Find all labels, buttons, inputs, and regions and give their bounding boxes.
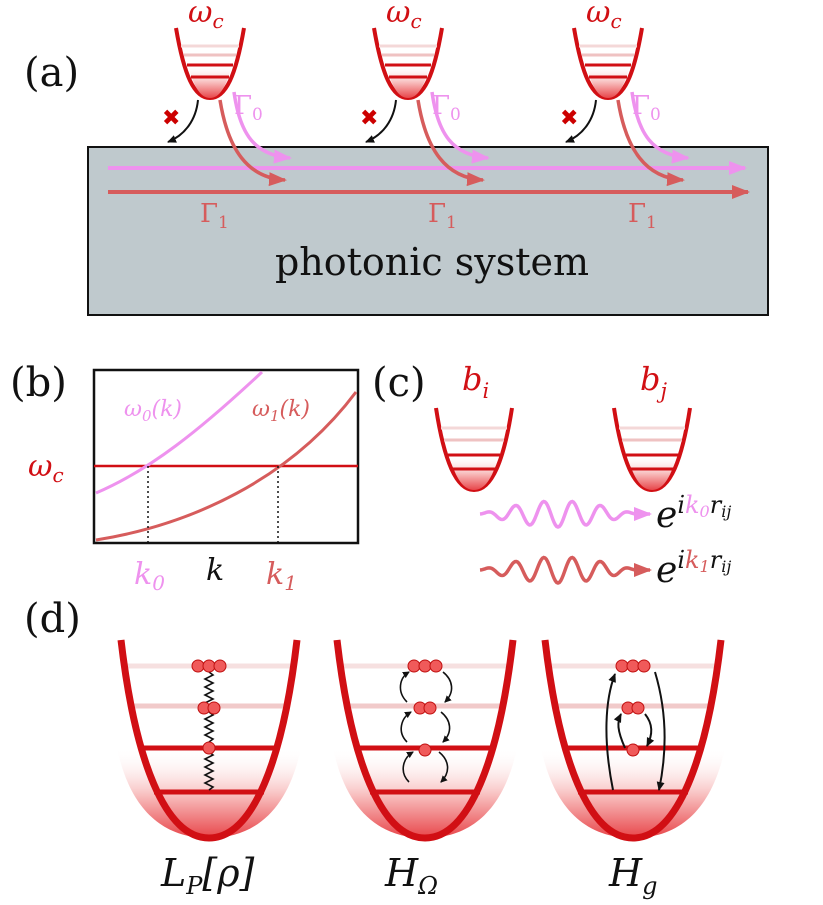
blocked-cross-1: ✖	[162, 106, 180, 131]
panel-a-label: (a)	[24, 50, 79, 96]
gamma1-label-2: Γ1	[428, 199, 457, 233]
blocked-cross-3: ✖	[560, 106, 578, 131]
omega0-curve-label: ω0(k)	[124, 397, 182, 425]
dispersion-plot-frame	[92, 368, 360, 545]
hg-operator-label: Hg	[608, 851, 658, 900]
omega-c-axis-label: ωc	[28, 449, 64, 487]
omega-c-label-3: ωc	[586, 0, 622, 33]
panel-a: (a) photonic system ωc ✖ Γ0 Γ1	[24, 0, 769, 316]
gamma0-label-1: Γ0	[234, 91, 263, 125]
gamma1-label-1: Γ1	[200, 199, 229, 233]
photonic-system-box	[87, 146, 769, 316]
gamma0-label-2: Γ0	[432, 91, 461, 125]
oscillator-2: ωc ✖ Γ0 Γ1	[360, 0, 490, 233]
panel-d-label: (d)	[24, 596, 81, 642]
panel-b-label: (b)	[10, 360, 67, 406]
bj-label: bj	[640, 360, 667, 403]
gamma1-label-3: Γ1	[628, 199, 657, 233]
omega-c-label-2: ωc	[386, 0, 422, 33]
k0-tick-label: k0	[134, 557, 165, 595]
panel-d: (d) LP[ρ]	[24, 596, 725, 900]
panel-c-label: (c)	[372, 360, 426, 406]
blocked-arrow-3	[565, 99, 597, 143]
oscillator-bj: bj	[612, 360, 692, 493]
gamma0-label-3: Γ0	[632, 91, 661, 125]
k1-tick-label: k1	[266, 557, 297, 595]
omega1-curve	[95, 391, 358, 542]
k-axis-label: k	[206, 553, 224, 588]
decay-zigzag	[203, 671, 215, 791]
oscillator-3: ωc ✖ Γ0 Γ1	[560, 0, 690, 233]
oscillator-1: ωc ✖ Γ0 Γ1	[162, 0, 292, 233]
blocked-arrow-2	[365, 99, 397, 143]
k1-wave-arrow	[479, 555, 652, 585]
well-drive: HΩ	[333, 639, 517, 900]
phase-k1-label: eik1rij	[656, 546, 731, 591]
well-coupling: Hg	[541, 639, 725, 900]
h-omega-operator-label: HΩ	[384, 851, 438, 900]
blocked-cross-2: ✖	[360, 106, 378, 131]
well-dissipator: LP[ρ]	[117, 639, 301, 900]
blocked-arrow-1	[167, 99, 199, 143]
bi-label: bi	[462, 360, 489, 403]
lp-operator-label: LP[ρ]	[160, 851, 255, 900]
omega0-curve	[95, 370, 264, 495]
gamma0-arrow-2	[430, 91, 490, 164]
omega-c-label-1: ωc	[188, 0, 224, 33]
phase-k0-label: eik0rij	[656, 491, 731, 536]
oscillator-bi: bi	[434, 360, 514, 493]
omega1-curve-label: ω1(k)	[252, 397, 310, 425]
gamma1-arrow-2	[416, 99, 485, 187]
panel-c: (c) bi bj eik0rij eik1rij	[372, 360, 731, 591]
gamma0-arrow-1	[232, 91, 292, 164]
k0-wave-arrow	[479, 499, 652, 529]
photonic-system-label: photonic system	[275, 240, 589, 284]
gamma1-arrow-1	[218, 99, 287, 187]
gamma0-arrow-3	[630, 91, 690, 164]
panel-b: (b) ωc ω0(k) ω1(k) k0 k k1	[10, 360, 360, 595]
gamma1-arrow-3	[616, 99, 685, 187]
